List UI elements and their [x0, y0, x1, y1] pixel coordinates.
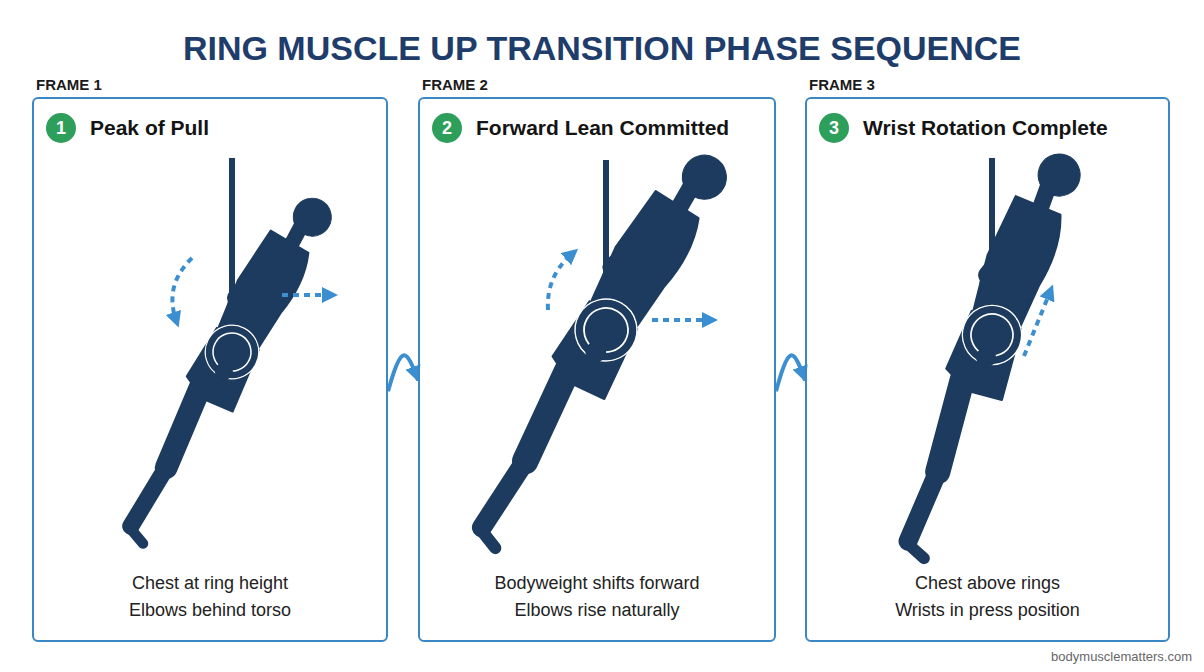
frame-label: FRAME 2 — [422, 72, 768, 97]
phase-caption: Chest at ring height — [40, 570, 380, 597]
frame-label: FRAME 3 — [809, 72, 1162, 97]
phase-caption: Elbows behind torso — [40, 597, 380, 624]
step-badge: 2 — [432, 113, 462, 143]
phase-caption: Wrists in press position — [813, 597, 1162, 624]
flow-arrow — [776, 355, 805, 391]
watermark: bodymusclematters.com — [1051, 649, 1192, 664]
motion-arrow — [282, 293, 330, 297]
phase-frame: FRAME 3Wrist Rotation CompleteChest abov… — [805, 97, 1170, 642]
step-number: 3 — [829, 119, 839, 137]
motion-arrow — [1024, 292, 1050, 356]
phase-caption: Chest above rings — [813, 570, 1162, 597]
diagram-title: RING MUSCLE UP TRANSITION PHASE SEQUENCE — [0, 26, 1204, 70]
phase-caption: Elbows rise naturally — [426, 597, 768, 624]
athlete-silhouette — [455, 137, 736, 558]
phase-heading: Peak of Pull — [90, 113, 380, 143]
frame-label: FRAME 1 — [36, 72, 380, 97]
motion-arrow — [652, 318, 710, 322]
phase-caption: Bodyweight shifts forward — [426, 570, 768, 597]
athlete-silhouette — [883, 142, 1088, 565]
step-number: 2 — [442, 119, 452, 137]
phase-heading: Forward Lean Committed — [476, 113, 768, 143]
motion-arrow — [172, 258, 192, 320]
step-number: 1 — [56, 119, 66, 137]
phase-frame: FRAME 2Forward Lean CommittedBodyweight … — [418, 97, 776, 642]
flow-arrow — [388, 355, 418, 391]
phase-heading: Wrist Rotation Complete — [863, 113, 1162, 143]
motion-arrow — [548, 254, 572, 310]
phase-frame: FRAME 1Peak of PullChest at ring heightE… — [32, 97, 388, 642]
athlete-silhouette — [108, 183, 340, 551]
step-badge: 3 — [819, 113, 849, 143]
step-badge: 1 — [46, 113, 76, 143]
